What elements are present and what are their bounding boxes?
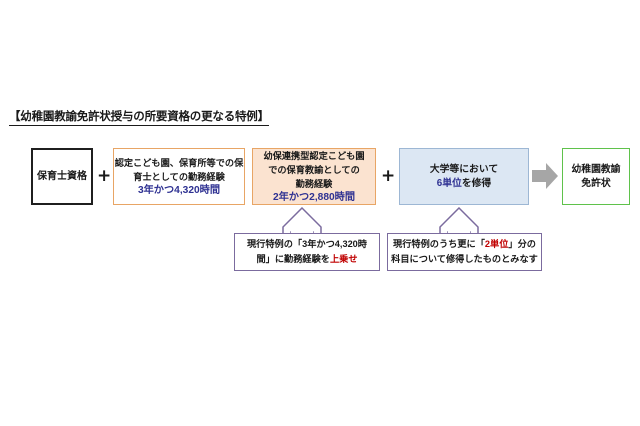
- experience-b-line3: 勤務経験: [295, 178, 333, 189]
- callout-a-line2: 間」に勤務経験を上乗せ: [256, 252, 357, 267]
- callout-b-pointer-icon: [439, 207, 479, 235]
- experience-b-line1: 幼保連携型認定こども園: [263, 150, 365, 161]
- callout-b-line1-pre: 現行特例のうち更に「: [393, 239, 485, 249]
- credits-line1: 大学等において: [429, 163, 499, 175]
- callout-b-line1-post: 」分の: [508, 239, 536, 249]
- callout-b-line1: 現行特例のうち更に「2単位」分の: [393, 237, 536, 252]
- page-title: 【幼稚園教諭免許状授与の所要資格の更なる特例】: [9, 110, 269, 126]
- result-line1: 幼稚園教諭: [571, 163, 621, 175]
- result-box: 幼稚園教諭 免許状: [562, 148, 630, 205]
- callout-a-line2-pre: 間」に勤務経験を: [256, 254, 330, 264]
- callout-b-highlight: 2単位: [484, 239, 509, 249]
- qualification-label: 保育士資格: [37, 170, 87, 182]
- callout-a: 現行特例の「3年かつ4,320時 間」に勤務経験を上乗せ: [234, 233, 380, 271]
- plus-operator-2: +: [381, 166, 396, 186]
- experience-b-box: 幼保連携型認定こども園 での保育教諭としての 勤務経験 2年かつ2,880時間: [252, 148, 376, 205]
- experience-a-highlight: 3年かつ4,320時間: [137, 184, 221, 196]
- credits-highlight: 6単位: [436, 177, 462, 189]
- result-line2: 免許状: [581, 177, 611, 189]
- qualification-box: 保育士資格: [31, 148, 93, 205]
- plus-operator-1: +: [97, 166, 112, 186]
- experience-a-line2: 育士としての勤務経験: [133, 171, 225, 182]
- experience-b-line2: での保育教諭としての: [268, 164, 360, 175]
- credits-suffix: を修得: [461, 177, 492, 189]
- experience-a-line1: 認定こども園、保育所等での保: [114, 157, 244, 168]
- callout-a-pointer-icon: [282, 207, 322, 235]
- experience-a-box: 認定こども園、保育所等での保 育士としての勤務経験 3年かつ4,320時間: [113, 148, 245, 205]
- experience-b-highlight: 2年かつ2,880時間: [272, 191, 356, 203]
- callout-a-highlight: 上乗せ: [329, 254, 358, 264]
- callout-b-line2: 科目について修得したものとみなす: [391, 254, 538, 264]
- credits-box: 大学等において 6単位を修得: [399, 148, 529, 205]
- credits-line2: 6単位を修得: [437, 177, 491, 191]
- callout-a-line1: 現行特例の「3年かつ4,320時: [247, 239, 367, 249]
- callout-b: 現行特例のうち更に「2単位」分の 科目について修得したものとみなす: [387, 233, 542, 271]
- right-arrow-icon: [532, 163, 558, 189]
